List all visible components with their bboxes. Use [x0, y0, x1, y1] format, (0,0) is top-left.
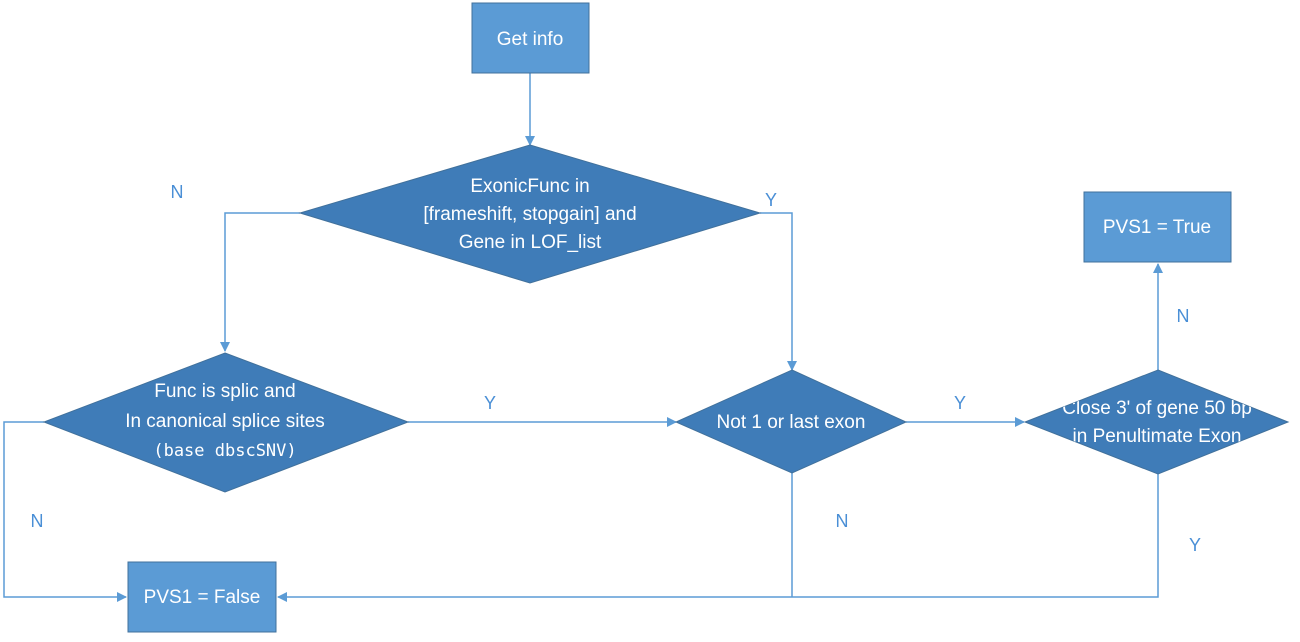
not-first-last-exon-diamond: Not 1 or last exon [674, 369, 908, 474]
edge-label-notexon-no: N [836, 511, 849, 531]
close-3-prime-diamond: Close 3' of gene 50 bp in Penultimate Ex… [1023, 369, 1290, 475]
splice-diamond: Func is splic and In canonical splice si… [42, 352, 410, 493]
edge-close3-yes-to-false [277, 474, 1159, 602]
edge-label-exonic-yes: Y [765, 190, 777, 210]
edge-splice-no-to-false [3, 421, 127, 602]
pvs1-false-box: PVS1 = False [127, 561, 277, 633]
close3-line-2: in Penultimate Exon [1073, 426, 1242, 447]
close3-line-1: Close 3' of gene 50 bp [1062, 398, 1252, 419]
splice-line-2: In canonical splice sites [125, 411, 325, 432]
edge-exonic-yes-to-notexon [760, 212, 797, 371]
exonic-func-line-3: Gene in LOF_list [459, 232, 602, 253]
edge-label-exonic-no: N [171, 182, 184, 202]
edge-label-splice-yes: Y [484, 393, 496, 413]
edge-label-splice-no: N [31, 511, 44, 531]
exonic-func-diamond: ExonicFunc in [frameshift, stopgain] and… [298, 144, 762, 284]
get-info-box: Get info [471, 2, 590, 74]
edge-label-notexon-yes: Y [954, 393, 966, 413]
not-exon-label: Not 1 or last exon [717, 412, 866, 433]
get-info-label: Get info [497, 29, 564, 50]
splice-line-1: Func is splic and [154, 381, 296, 402]
splice-line-3: (base dbscSNV) [153, 441, 296, 461]
edges [3, 73, 1163, 602]
exonic-func-line-2: [frameshift, stopgain] and [423, 204, 636, 225]
exonic-func-line-1: ExonicFunc in [470, 176, 589, 197]
pvs1-false-label: PVS1 = False [144, 587, 261, 608]
edge-label-close3-no: N [1177, 306, 1190, 326]
edge-labels: N Y Y N Y N N Y [31, 182, 1202, 555]
pvs1-true-label: PVS1 = True [1103, 217, 1211, 238]
edge-label-close3-yes: Y [1189, 535, 1201, 555]
edge-exonic-no-to-splice [220, 212, 300, 352]
pvs1-true-box: PVS1 = True [1083, 191, 1232, 263]
